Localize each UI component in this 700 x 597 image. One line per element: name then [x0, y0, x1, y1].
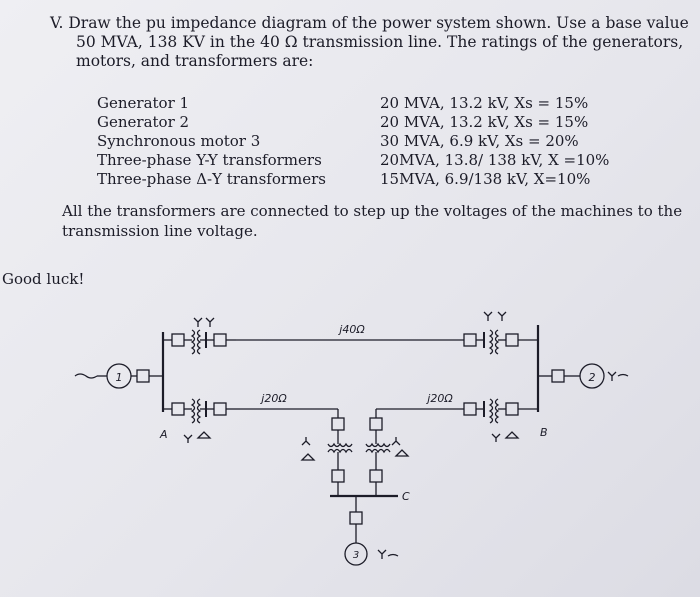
note-line-1: All the transformers are connected to st… [62, 202, 683, 220]
rating-label: Three-phase Δ-Y transformers [97, 170, 326, 188]
rating-row: Generator 1 20 MVA, 13.2 kV, Xs = 15% [97, 94, 617, 113]
rating-row: Three-phase Δ-Y transformers 15MVA, 6.9/… [97, 170, 617, 189]
rating-row: Generator 2 20 MVA, 13.2 kV, Xs = 15% [97, 113, 617, 132]
rating-row: Three-phase Y-Y transformers 20MVA, 13.8… [97, 151, 617, 170]
rating-value: 20MVA, 13.8/ 138 kV, X =10% [380, 151, 610, 169]
problem-number: V. [50, 14, 64, 32]
generator-1: 1 [106, 363, 132, 389]
rating-value: 15MVA, 6.9/138 kV, X=10% [380, 170, 591, 188]
problem-text-line-1: V. Draw the pu impedance diagram of the … [50, 14, 689, 33]
problem-statement-1: Draw the pu impedance diagram of the pow… [68, 14, 689, 32]
rating-label: Generator 1 [97, 94, 190, 112]
rating-row: Synchronous motor 3 30 MVA, 6.9 kV, Xs =… [97, 132, 617, 151]
breaker [136, 369, 150, 383]
transformer-vertical-left [300, 417, 353, 496]
impedance-right-label: j20Ω [425, 392, 453, 405]
wye-ground-symbol [377, 549, 399, 559]
rating-value: 20 MVA, 13.2 kV, Xs = 15% [380, 113, 589, 131]
problem-statement-3: motors, and transformers are: [76, 52, 314, 70]
ratings-table: Generator 1 20 MVA, 13.2 kV, Xs = 15% Ge… [97, 94, 617, 189]
wye-ground-symbol [607, 371, 629, 381]
bus-b-label: B [540, 426, 548, 439]
rating-label: Three-phase Y-Y transformers [97, 151, 322, 169]
transformer-vertical-right [365, 417, 410, 496]
rating-label: Synchronous motor 3 [97, 132, 261, 150]
breaker [551, 369, 565, 383]
generator-1-label: 1 [116, 371, 123, 384]
closing-text: Good luck! [2, 270, 85, 288]
transformer-bottom-left [163, 398, 240, 443]
wye-ground-symbol [74, 373, 98, 379]
rating-value: 30 MVA, 6.9 kV, Xs = 20% [380, 132, 579, 150]
note-line-2: transmission line voltage. [62, 222, 258, 240]
impedance-left-label: j20Ω [259, 392, 287, 405]
generator-2: 2 [579, 363, 605, 389]
breaker [349, 511, 363, 525]
rating-value: 20 MVA, 13.2 kV, Xs = 15% [380, 94, 589, 112]
bus-a-label: A [159, 428, 168, 441]
motor-3: 3 [344, 542, 368, 566]
bus-c-label: C [402, 490, 410, 503]
rating-label: Generator 2 [97, 113, 190, 131]
problem-statement-2: 50 MVA, 138 KV in the 40 Ω transmission … [76, 33, 684, 51]
transformer-top-left [163, 317, 236, 355]
impedance-top-label: j40Ω [337, 323, 365, 336]
transformer-top-right [463, 311, 538, 355]
transformer-bottom-right [463, 398, 538, 442]
generator-2-label: 2 [589, 371, 596, 384]
motor-3-label: 3 [353, 550, 359, 561]
